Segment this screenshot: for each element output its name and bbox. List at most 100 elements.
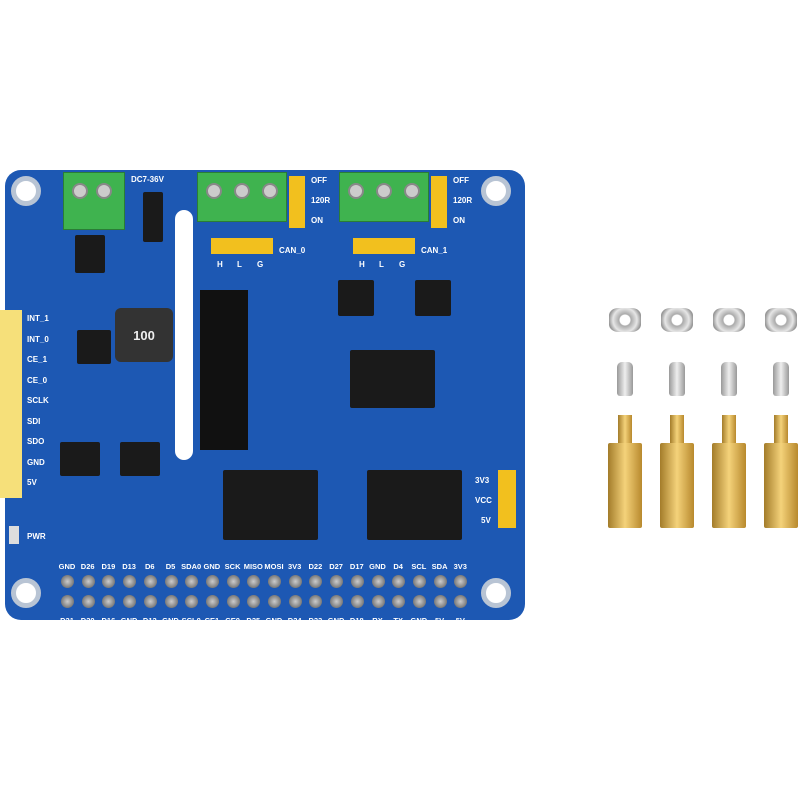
chip [415, 280, 451, 316]
side-pin-label: SDI [27, 416, 41, 426]
transceiver-chip [350, 350, 435, 408]
gpio-pin [205, 595, 219, 608]
gpio-pin [185, 575, 199, 588]
screw-icon [206, 183, 222, 199]
gpio-label: CE1 [204, 616, 220, 625]
can1-termination-jumper[interactable] [431, 176, 447, 228]
gpio-label: D22 [308, 562, 323, 571]
gpio-pin [268, 575, 281, 588]
hex-nut [661, 308, 693, 332]
jumper-label: ON [453, 216, 465, 225]
gpio-label: GND [369, 562, 386, 571]
brass-standoff [764, 443, 798, 528]
pin-label: H [359, 260, 365, 269]
gpio-pin [226, 575, 240, 588]
side-pin-label: INT_1 [27, 314, 49, 323]
gpio-label: D24 [287, 616, 302, 625]
gpio-pin [247, 595, 261, 608]
screw-icon [348, 183, 364, 199]
gpio-pin [288, 575, 302, 588]
pin-label: L [379, 260, 384, 269]
mcp2515-chip [367, 470, 462, 540]
gpio-pin [102, 575, 116, 588]
gpio-pin [61, 595, 74, 608]
gpio-pin [81, 575, 95, 588]
gpio-label: RX [372, 616, 383, 625]
screw-icon [376, 183, 392, 199]
standoff-thread [618, 415, 632, 443]
brass-standoff [660, 443, 694, 528]
can0-termination-jumper[interactable] [289, 176, 305, 228]
gpio-label: GND [327, 616, 345, 625]
gpio-pin [371, 575, 385, 588]
side-pin-label: CE_0 [27, 375, 48, 385]
gpio-label: D27 [329, 562, 343, 571]
gpio-label: SDA0 [181, 562, 202, 571]
gpio-label: GND [120, 616, 138, 625]
diode [143, 192, 163, 242]
pwr-led [9, 526, 19, 544]
vcc-select-jumper[interactable] [498, 470, 516, 528]
gpio-pin [247, 575, 261, 588]
gpio-pin [392, 575, 406, 588]
jumper-label: VCC [475, 496, 492, 505]
gpio-pin [143, 575, 157, 588]
mounting-hole [481, 578, 511, 608]
side-pin-label: INT_0 [27, 334, 49, 344]
gpio-pin [330, 595, 344, 608]
gpio-pin [288, 595, 302, 608]
screw [721, 362, 737, 396]
gpio-label: D17 [349, 562, 364, 571]
gpio-label: SCL [411, 562, 427, 571]
gpio-label: D6 [145, 562, 155, 571]
gpio-pin [102, 595, 116, 608]
screw [773, 362, 789, 396]
pin-label: G [257, 260, 264, 269]
isolation-slot [175, 210, 193, 460]
mcp2515-chip [223, 470, 318, 540]
gpio-pin [123, 575, 137, 588]
side-pin-label: SCLK [27, 396, 49, 405]
can1-header [353, 238, 415, 254]
gpio-label: D23 [308, 616, 323, 625]
gpio-label: GND [265, 616, 283, 625]
standoff-thread [774, 415, 788, 443]
gpio-label: SDA [431, 562, 448, 571]
gpio-label: D19 [101, 562, 116, 571]
gpio-label: D5 [165, 562, 176, 571]
gpio-label: D20 [80, 616, 95, 625]
power-label: DC7-36V [131, 175, 164, 184]
jumper-label: 5V [481, 516, 491, 525]
gpio-label: D13 [122, 562, 136, 571]
can1-terminal[interactable] [339, 172, 429, 222]
gpio-label: D21 [60, 616, 74, 625]
screw [617, 362, 633, 396]
screw-icon [72, 183, 88, 199]
side-pin-label: GND [27, 457, 45, 467]
gpio-pin [350, 595, 364, 608]
gpio-label: GND [203, 562, 221, 571]
chip [338, 280, 374, 316]
gpio-pin [81, 595, 95, 608]
gpio-label: SCK [224, 562, 241, 571]
spi-side-header[interactable] [0, 310, 22, 498]
mounting-hole [11, 176, 41, 206]
screw-icon [262, 183, 278, 199]
gpio-label: 3V3 [288, 562, 302, 571]
pwr-label: PWR [27, 532, 46, 541]
gpio-label: 5V [455, 616, 465, 625]
can0-terminal[interactable] [197, 172, 287, 222]
power-terminal[interactable] [63, 172, 125, 230]
gpio-label: GND [58, 562, 76, 571]
gpio-label: D26 [80, 562, 95, 571]
gpio-label: TX [393, 616, 403, 625]
brass-standoff [712, 443, 746, 528]
chip [120, 442, 160, 476]
gpio-label: D16 [101, 616, 116, 625]
hex-nut [713, 308, 745, 332]
standoff-thread [722, 415, 736, 443]
pin-label: L [237, 260, 242, 269]
can0-label: CAN_0 [279, 246, 306, 255]
gpio-label: MOSI [264, 562, 284, 571]
gpio-pin [185, 595, 199, 608]
